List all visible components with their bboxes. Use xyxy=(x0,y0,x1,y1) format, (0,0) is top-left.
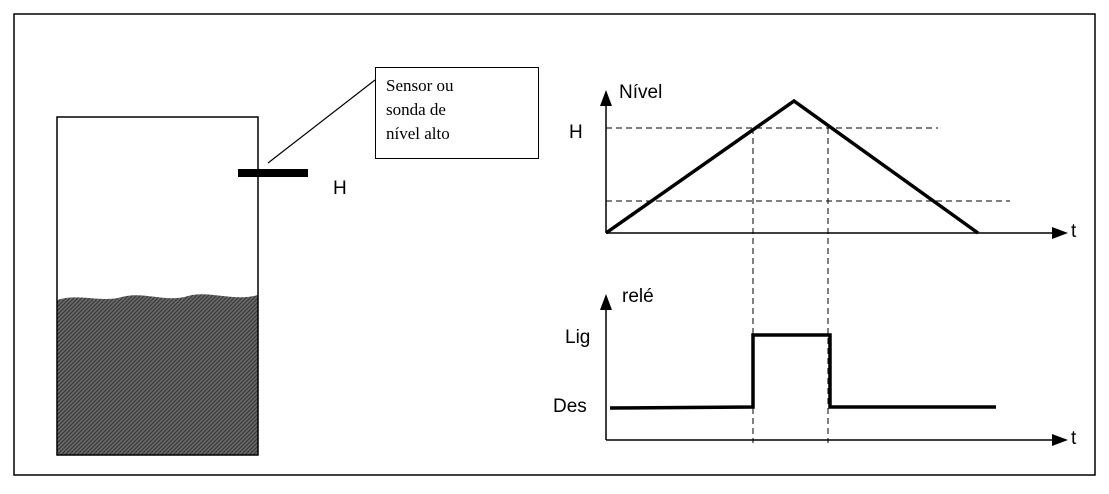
relay-x-label: t xyxy=(1071,428,1077,449)
level-curve xyxy=(604,98,980,235)
level-y-arrow xyxy=(600,90,612,106)
relay-y-arrow xyxy=(600,294,612,310)
sensor-probe xyxy=(238,169,308,177)
tank-outline xyxy=(56,116,259,456)
sensor-label-line-1: Sensor ou xyxy=(386,76,454,95)
sensor-label-line-2: sonda de xyxy=(386,100,446,119)
relay-off-label: Des xyxy=(553,396,587,417)
level-x-arrow xyxy=(1052,227,1068,239)
sensor-label-line-3: nível alto xyxy=(386,124,450,143)
relay-y-label: relé xyxy=(622,286,654,307)
tank: H xyxy=(56,79,376,456)
sensor-label-box: Sensor ou sonda de nível alto xyxy=(375,67,539,159)
level-h-label: H xyxy=(569,122,583,143)
level-x-label: t xyxy=(1071,221,1077,242)
level-y-label: Nível xyxy=(619,82,662,103)
sensor-mark-label: H xyxy=(333,178,347,199)
outer-frame xyxy=(13,13,1096,476)
relay-on-label: Lig xyxy=(565,327,590,348)
relay-x-arrow xyxy=(1052,434,1068,446)
sensor-leader-line xyxy=(267,79,376,164)
liquid xyxy=(57,294,258,455)
level-graph: Nível H t xyxy=(569,82,1077,242)
relay-signal xyxy=(609,333,996,410)
relay-graph: relé Lig Des t xyxy=(553,286,1077,449)
